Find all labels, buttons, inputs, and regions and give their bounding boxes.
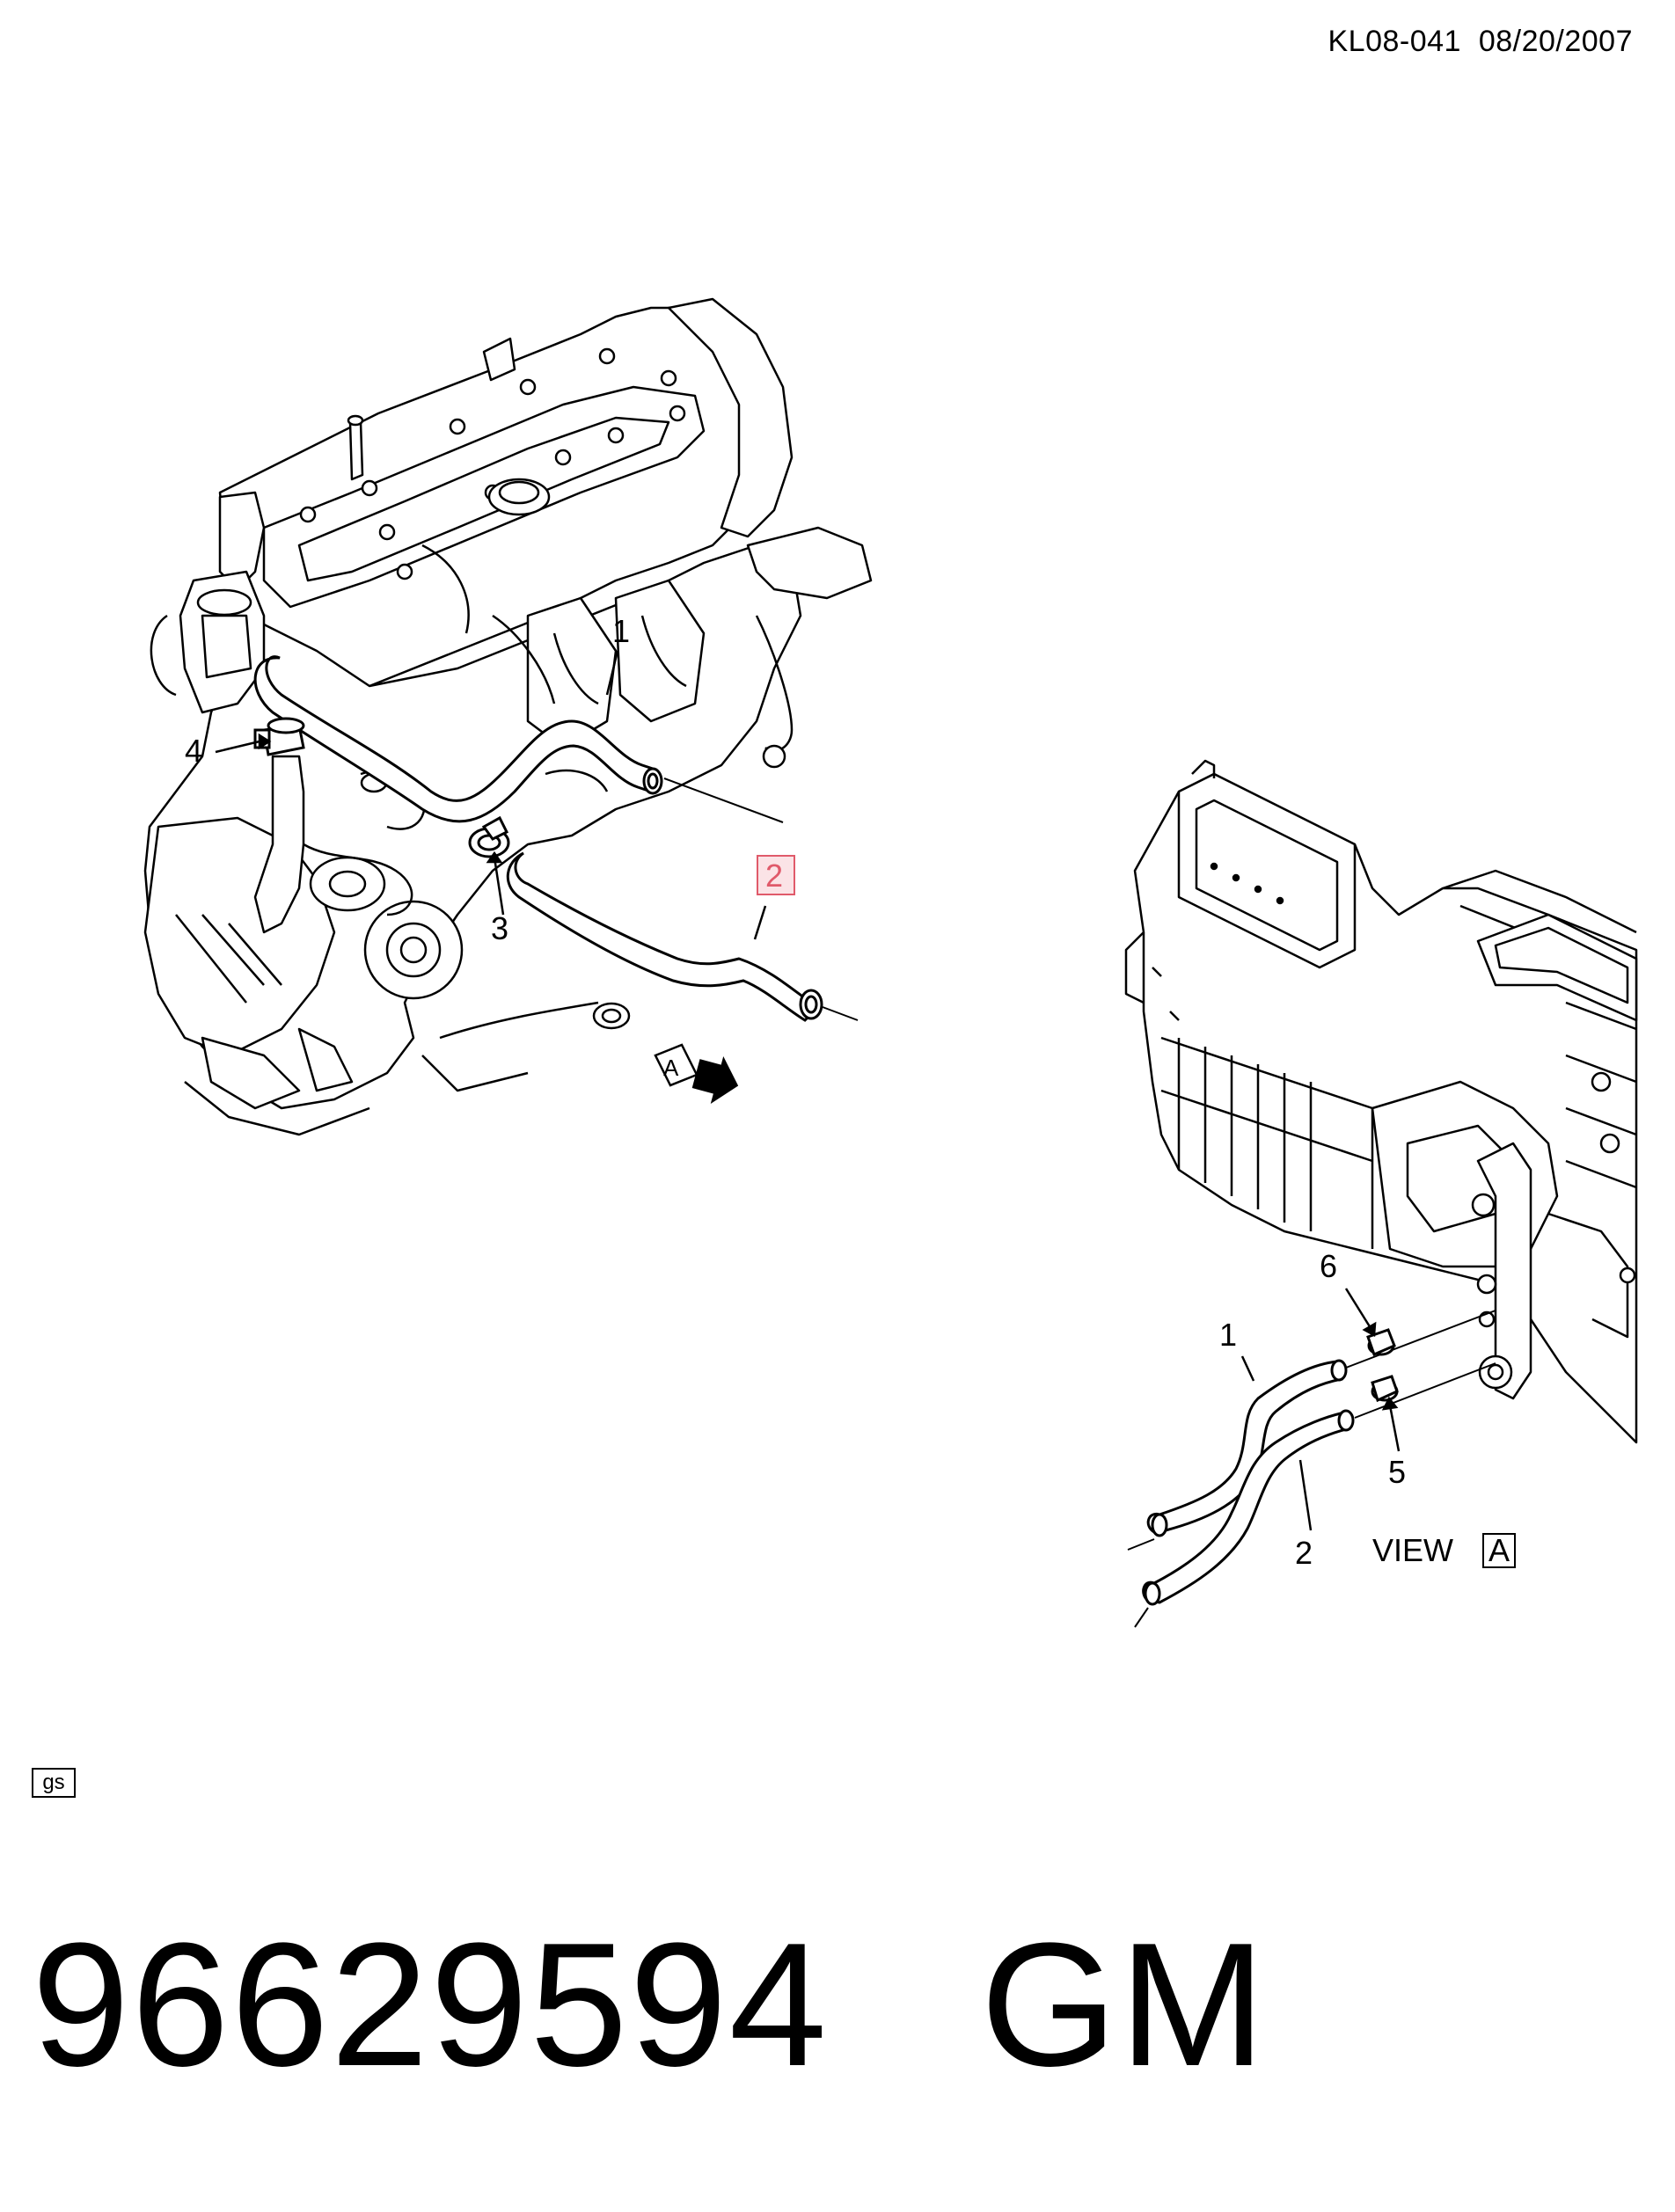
hose-1-connection-line (663, 777, 784, 823)
hose-2-connection-line (822, 1006, 859, 1021)
callout-3-engine: 3 (491, 910, 508, 946)
view-marker-letter: A (663, 1055, 679, 1081)
view-a-direction-marker: A (654, 1043, 739, 1105)
callout-1-view-a: 1 (1219, 1317, 1237, 1353)
view-a-leader-lines (1240, 1288, 1401, 1531)
view-a-connection-lines (1127, 1310, 1496, 1628)
heater-hose-2-view-a (1142, 1409, 1355, 1606)
callout-2-view-a: 2 (1295, 1535, 1313, 1571)
callout-1-engine: 1 (612, 613, 630, 649)
callout-4-engine: 4 (185, 733, 202, 769)
engine-leader-lines (215, 650, 767, 940)
engine-assembly-illustration (143, 297, 873, 1136)
part-number: 96629594 GM (32, 1907, 1268, 2103)
hose-clamp-3 (468, 815, 510, 858)
hvac-module-illustration (1124, 759, 1638, 1444)
view-label-text: VIEW (1372, 1532, 1453, 1568)
heater-outlet-hose-2 (506, 851, 823, 1022)
view-label-letter: A (1488, 1532, 1510, 1568)
callout-6-view-a: 6 (1320, 1248, 1337, 1284)
document-code: KL08-041 08/20/2007 (1328, 25, 1633, 58)
highlighted-callout-frame (757, 855, 795, 895)
hose-clamp-5 (1371, 1375, 1399, 1403)
callout-5-view-a: 5 (1388, 1454, 1406, 1490)
view-label-box (1482, 1533, 1516, 1568)
gs-tag: gs (32, 1768, 76, 1798)
heater-inlet-hose-1 (253, 655, 663, 823)
callout-2-engine-highlighted: 2 (765, 858, 783, 894)
view-direction-arrow-icon (691, 1055, 739, 1105)
